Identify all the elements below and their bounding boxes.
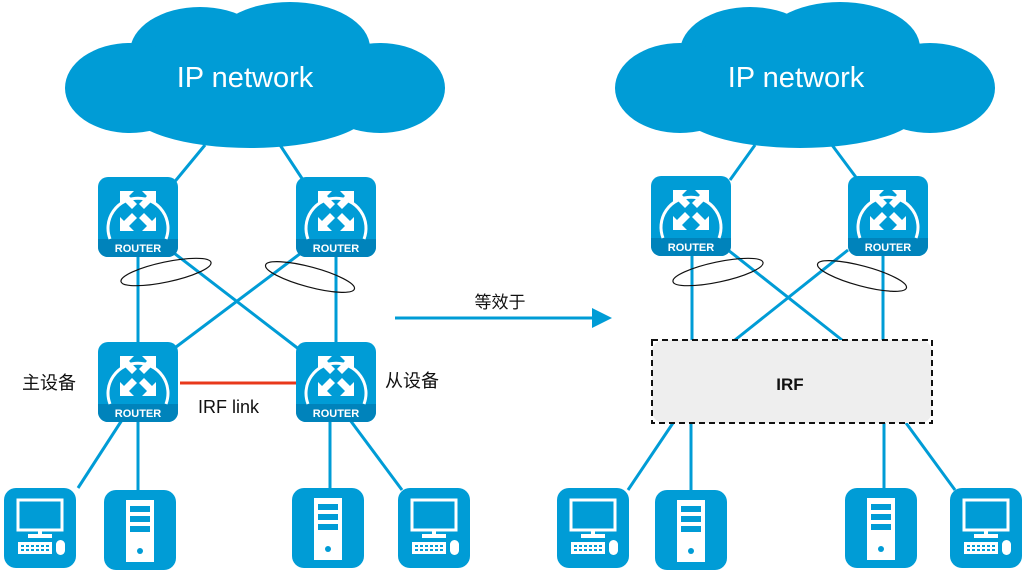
link bbox=[734, 248, 849, 342]
cloud-label: IP network bbox=[177, 62, 314, 94]
irf-box-label: IRF bbox=[776, 375, 803, 394]
equivalent-arrow: 等效于 bbox=[395, 293, 612, 328]
link bbox=[830, 144, 860, 181]
link-aggregation-ellipse bbox=[816, 260, 908, 292]
endpoint-pc[interactable] bbox=[555, 486, 631, 570]
router-top-right[interactable]: ROUTER bbox=[846, 174, 930, 258]
router-label: ROUTER bbox=[313, 243, 360, 255]
irf-box bbox=[652, 340, 932, 423]
pc-icon bbox=[948, 486, 1024, 570]
router-label: ROUTER bbox=[865, 242, 912, 254]
link bbox=[278, 144, 307, 184]
link bbox=[171, 248, 306, 352]
endpoint-server[interactable] bbox=[655, 490, 727, 570]
endpoint-server[interactable] bbox=[845, 488, 917, 568]
link bbox=[170, 144, 207, 186]
server-icon bbox=[292, 488, 364, 568]
router-master[interactable]: ROUTER bbox=[96, 340, 180, 424]
endpoint-server[interactable] bbox=[104, 490, 176, 570]
cloud-icon bbox=[615, 2, 995, 148]
endpoint-pc[interactable] bbox=[2, 486, 78, 570]
router-label: ROUTER bbox=[313, 408, 360, 420]
link bbox=[727, 248, 843, 342]
link-aggregation-ellipse bbox=[672, 257, 764, 287]
link bbox=[76, 419, 124, 489]
endpoint-pc[interactable] bbox=[396, 486, 472, 570]
equivalent-label: 等效于 bbox=[475, 293, 526, 313]
link-aggregation-ellipse bbox=[120, 257, 212, 287]
router-top-right[interactable]: ROUTER bbox=[294, 175, 378, 259]
server-icon bbox=[104, 490, 176, 570]
server-icon bbox=[845, 488, 917, 568]
cloud-label: IP network bbox=[728, 62, 865, 94]
left-topology: IP network ROUTER ROUTER ROUTER ROUTER 主… bbox=[2, 2, 472, 570]
master-device-label: 主设备 bbox=[22, 373, 76, 394]
left-cloud: IP network bbox=[65, 2, 445, 148]
irf-box-border bbox=[651, 339, 933, 424]
endpoint-server[interactable] bbox=[292, 488, 364, 568]
slave-device-label: 从设备 bbox=[385, 371, 439, 392]
router-top-left[interactable]: ROUTER bbox=[649, 174, 733, 258]
arrow-head-icon bbox=[592, 308, 612, 328]
pc-icon bbox=[555, 486, 631, 570]
pc-icon bbox=[2, 486, 78, 570]
endpoint-pc[interactable] bbox=[948, 486, 1024, 570]
router-slave[interactable]: ROUTER bbox=[294, 340, 378, 424]
link-aggregation-ellipse bbox=[264, 261, 356, 293]
right-cloud: IP network bbox=[615, 2, 995, 148]
irf-virtual-device[interactable]: IRF bbox=[651, 339, 933, 424]
router-label: ROUTER bbox=[668, 242, 715, 254]
irf-link-label: IRF link bbox=[198, 397, 260, 417]
router-label: ROUTER bbox=[115, 408, 162, 420]
pc-icon bbox=[396, 486, 472, 570]
router-label: ROUTER bbox=[115, 243, 162, 255]
server-icon bbox=[655, 490, 727, 570]
link bbox=[904, 422, 957, 491]
link bbox=[626, 422, 675, 491]
link bbox=[728, 144, 757, 181]
right-topology: IP network ROUTER ROUTER IRF bbox=[555, 2, 1024, 570]
link bbox=[169, 248, 301, 352]
right-links bbox=[626, 144, 957, 491]
router-top-left[interactable]: ROUTER bbox=[96, 175, 180, 259]
link bbox=[348, 419, 404, 491]
cloud-icon bbox=[65, 2, 445, 148]
